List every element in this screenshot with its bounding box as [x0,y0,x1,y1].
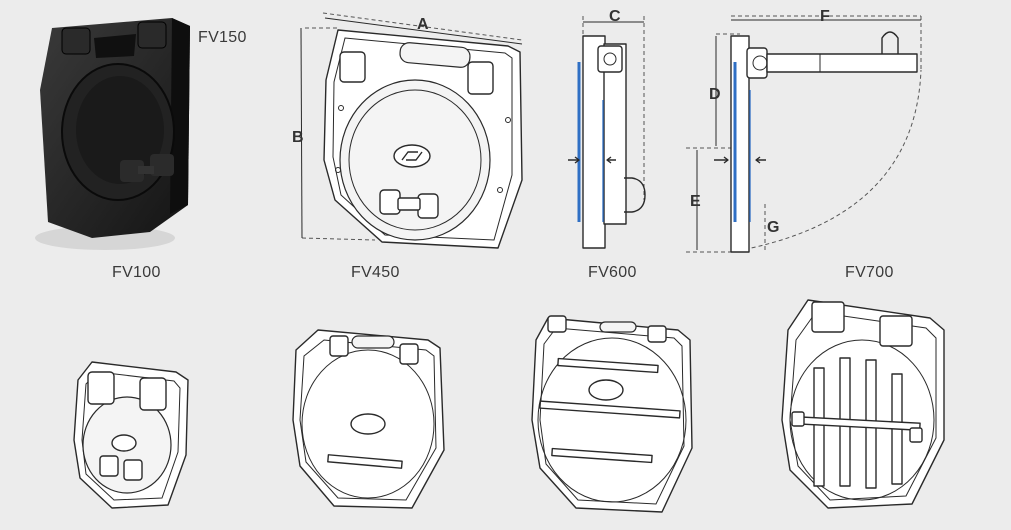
dimension-d-label: D [709,86,721,103]
dimension-e-label: E [690,193,701,210]
dimension-f-label: F [820,8,830,25]
dimension-g-label: G [767,219,780,236]
fv100-small-drawing [73,361,189,509]
model-label-fv450: FV450 [351,264,400,281]
fv150-product-image [35,18,190,250]
model-label-fv150: FV150 [198,29,247,46]
dimension-b-label: B [292,129,304,146]
model-label-fv100: FV100 [112,264,161,281]
fv700-side-view [686,15,922,253]
fv450-dimension-drawing [300,12,523,249]
dimension-a-label: A [417,16,429,33]
dimension-c-label: C [609,8,621,25]
fv450-small-drawing [292,329,445,509]
model-label-fv600: FV600 [588,264,637,281]
fv700-small-drawing [781,299,945,509]
model-label-fv700: FV700 [845,264,894,281]
fv600-small-drawing [531,315,693,513]
fv600-side-view [568,16,646,249]
